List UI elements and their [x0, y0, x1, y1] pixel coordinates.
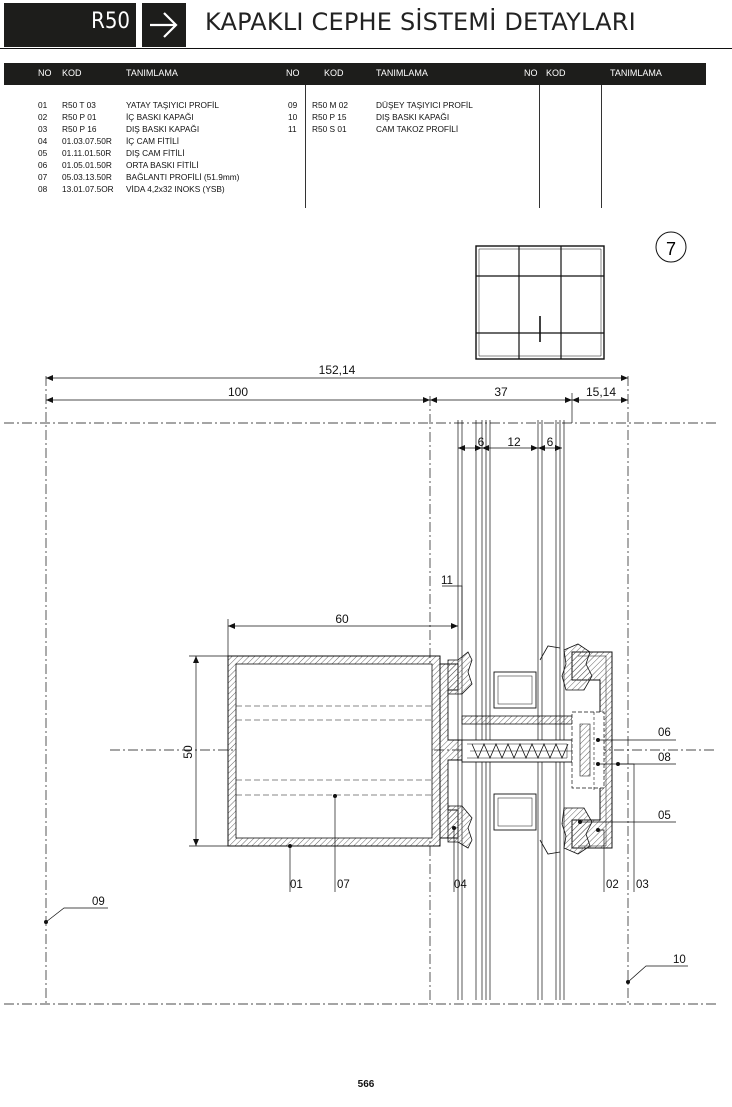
connection-profile: [461, 671, 574, 831]
label-01: 01: [290, 879, 303, 891]
label-10: 10: [673, 954, 686, 966]
dim-15-14: 15,14: [586, 385, 616, 399]
pressure-plate: [561, 643, 613, 855]
table-cell: CAM TAKOZ PROFİLİ: [376, 124, 459, 134]
table-divider: [305, 85, 306, 208]
header-rule: [0, 48, 732, 49]
table-cell: 05.03.13.50R: [62, 172, 112, 182]
col-tanim-2: TANIMLAMA: [376, 68, 428, 78]
table-cell: 06: [38, 160, 48, 170]
table-cell: DIŞ CAM FİTİLİ: [126, 148, 185, 158]
table-cell: R50 P 15: [312, 112, 347, 122]
col-kod-2: KOD: [324, 68, 344, 78]
col-tanim-1: TANIMLAMA: [126, 68, 178, 78]
label-08: 08: [658, 752, 671, 764]
table-cell: 07: [38, 172, 48, 182]
dim-37: 37: [494, 385, 508, 399]
table-column-kod: R50 T 03 R50 P 01 R50 P 16 01.03.07.50R …: [62, 99, 114, 195]
table-cell: 09: [288, 100, 298, 110]
parts-table-header: NO KOD TANIMLAMA NO KOD TANIMLAMA NO KOD…: [4, 63, 706, 85]
table-cell: İÇ BASKI KAPAĞI: [126, 112, 194, 122]
label-02: 02: [606, 879, 619, 891]
dim-total: 152,14: [319, 363, 356, 377]
table-cell: R50 T 03: [62, 100, 96, 110]
leader-lines: [45, 585, 688, 983]
table-cell: R50 M 02: [312, 100, 348, 110]
table-cell: 10: [288, 112, 298, 122]
table-cell: 01.03.07.50R: [62, 136, 112, 146]
page-header: R50 KAPAKLI CEPHE SİSTEMİ DETAYLARI: [0, 0, 732, 60]
table-column-no: 01 02 03 04 05 06 07 08: [38, 99, 47, 195]
table-cell: R50 P 01: [62, 112, 97, 122]
col-no-1: NO: [38, 68, 52, 78]
label-04: 04: [454, 879, 467, 891]
table-cell: R50 S 01: [312, 124, 347, 134]
arrow-right-icon: [142, 3, 186, 47]
series-code: R50: [91, 9, 130, 34]
table-cell: DÜŞEY TAŞIYICI PROFİL: [376, 100, 473, 110]
detail-number: 7: [666, 239, 676, 259]
dim-50: 50: [181, 745, 195, 759]
transom-profile: [227, 655, 463, 847]
col-no-3: NO: [524, 68, 538, 78]
table-cell: 08: [38, 184, 48, 194]
label-05: 05: [658, 810, 671, 822]
table-cell: 02: [38, 112, 48, 122]
dim-6-right: 6: [547, 435, 554, 449]
table-cell: 11: [288, 124, 297, 134]
table-cell: ORTA BASKI FİTİLİ: [126, 160, 199, 170]
label-09: 09: [92, 896, 105, 908]
label-11: 11: [441, 575, 453, 587]
dimension-lines: [46, 375, 628, 847]
glass-panes: [457, 420, 565, 1000]
table-cell: 05: [38, 148, 48, 158]
col-kod-1: KOD: [62, 68, 82, 78]
dim-100: 100: [228, 385, 248, 399]
table-cell: 01.11.01.50R: [62, 148, 112, 158]
table-divider: [601, 85, 602, 208]
leader-dots: [44, 738, 630, 984]
table-cell: DIŞ BASKI KAPAĞI: [126, 124, 200, 134]
table-cell: DIŞ BASKI KAPAĞI: [376, 112, 450, 122]
dim-6-left: 6: [478, 435, 485, 449]
table-column-tanim: DÜŞEY TAŞIYICI PROFİL DIŞ BASKI KAPAĞI C…: [376, 99, 473, 135]
key-plan: [475, 245, 605, 360]
page-title: KAPAKLI CEPHE SİSTEMİ DETAYLARI: [205, 8, 636, 36]
label-03: 03: [636, 879, 649, 891]
table-cell: İÇ CAM FİTİLİ: [126, 136, 180, 146]
detail-number-circle: [655, 231, 687, 263]
table-cell: BAĞLANTI PROFİLİ (51.9mm): [126, 172, 240, 182]
label-07: 07: [337, 879, 350, 891]
col-tanim-3: TANIMLAMA: [610, 68, 662, 78]
table-column-no: 09 10 11: [288, 99, 297, 135]
table-column-tanim: YATAY TAŞIYICI PROFİL İÇ BASKI KAPAĞI DI…: [126, 99, 239, 195]
table-cell: R50 P 16: [62, 124, 97, 134]
table-cell: YATAY TAŞIYICI PROFİL: [126, 100, 219, 110]
dim-60: 60: [335, 612, 349, 626]
page-number: 566: [357, 1079, 375, 1090]
table-cell: VİDA 4,2x32 INOKS (YSB): [126, 184, 225, 194]
series-badge: R50: [4, 3, 136, 47]
table-cell: 04: [38, 136, 48, 146]
table-cell: 13.01.07.5OR: [62, 184, 114, 194]
table-column-kod: R50 M 02 R50 P 15 R50 S 01: [312, 99, 348, 135]
dim-12: 12: [507, 435, 521, 449]
table-cell: 01.05.01.50R: [62, 160, 112, 170]
table-cell: 01: [38, 100, 48, 110]
table-divider: [539, 85, 540, 208]
col-no-2: NO: [286, 68, 300, 78]
table-cell: 03: [38, 124, 48, 134]
glass-tips: [539, 645, 561, 855]
label-06: 06: [658, 727, 671, 739]
col-kod-3: KOD: [546, 68, 566, 78]
